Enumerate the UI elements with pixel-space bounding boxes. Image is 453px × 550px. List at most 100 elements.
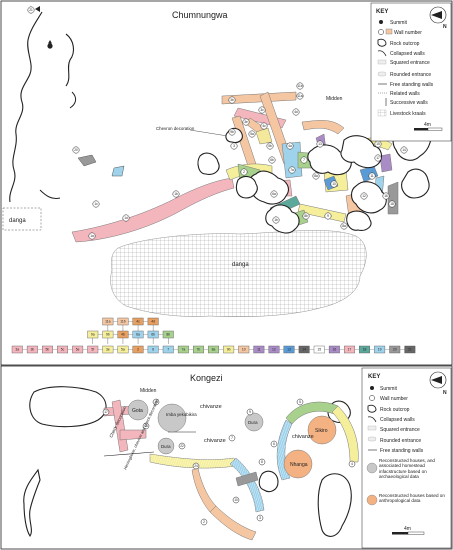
svg-text:5b: 5b	[268, 144, 272, 148]
svg-text:3e: 3e	[244, 120, 248, 124]
svg-text:17: 17	[376, 156, 380, 160]
svg-text:Wall number: Wall number	[394, 30, 422, 36]
sequence-box: 7b	[192, 345, 204, 354]
svg-text:3c: 3c	[260, 108, 264, 112]
svg-text:2: 2	[137, 348, 139, 352]
svg-text:1c: 1c	[94, 202, 98, 206]
svg-text:4: 4	[351, 462, 353, 466]
rock-outcrop	[9, 11, 43, 203]
svg-text:11: 11	[257, 348, 261, 352]
house-dura-1: Dura	[157, 437, 175, 455]
svg-text:3: 3	[259, 516, 261, 520]
svg-text:Successive walls: Successive walls	[390, 100, 428, 106]
svg-text:5f: 5f	[91, 348, 94, 352]
svg-text:Nhanga: Nhanga	[290, 462, 308, 468]
svg-text:10: 10	[332, 182, 336, 186]
sequence-box: 10	[238, 345, 250, 354]
svg-text:13: 13	[287, 348, 291, 352]
svg-text:11: 11	[370, 174, 374, 178]
key-collapsed-walls-icon	[367, 416, 377, 423]
svg-text:5a: 5a	[250, 132, 254, 136]
wall-number-markers: 3b 11b 11a 4d 3c 3e 4c 5a 3 5b 4a 2 6b 7…	[228, 82, 408, 230]
sequence-box: 3a	[11, 345, 23, 354]
midden-label: Midden	[140, 388, 157, 394]
svg-text:3b: 3b	[230, 98, 234, 102]
svg-text:20: 20	[393, 348, 397, 352]
svg-text:8a: 8a	[212, 348, 216, 352]
svg-text:8a: 8a	[342, 224, 346, 228]
sequence-box: 19	[374, 345, 386, 354]
svg-text:11a: 11a	[297, 94, 302, 98]
svg-text:4c: 4c	[262, 124, 266, 128]
house-dura-2: Dura	[244, 412, 264, 432]
svg-text:5b: 5b	[46, 348, 50, 352]
svg-text:Collapsed walls: Collapsed walls	[380, 417, 415, 423]
key-rounded-entrance-icon	[367, 436, 377, 442]
sequence-box: 3b	[26, 345, 38, 354]
sequence-box: 6	[147, 345, 159, 354]
svg-text:11b: 11b	[120, 320, 126, 324]
svg-text:14: 14	[402, 148, 406, 152]
svg-text:16: 16	[154, 400, 158, 404]
svg-text:KEY: KEY	[368, 374, 380, 380]
svg-text:5e: 5e	[76, 348, 80, 352]
sequence-box: 21	[404, 345, 416, 354]
svg-text:2: 2	[203, 520, 205, 524]
sequence-box: 8a	[208, 345, 220, 354]
svg-text:8a: 8a	[314, 174, 318, 178]
key-rock-outcrop-icon	[367, 404, 377, 413]
north-arrow-icon: N	[429, 6, 447, 30]
svg-text:Summit: Summit	[380, 386, 398, 392]
kongezi-panel: Kongezi Gota Imba yekubikira	[0, 365, 453, 550]
svg-text:3: 3	[233, 144, 235, 148]
sequence-box: 3e	[102, 345, 114, 354]
sequence-box: 9b	[102, 330, 114, 339]
svg-text:15: 15	[144, 424, 148, 428]
sequence-box: 11a	[102, 317, 114, 326]
svg-text:11a: 11a	[105, 320, 111, 324]
sequence-box: 5e	[72, 345, 84, 354]
svg-text:22: 22	[180, 444, 184, 448]
sequence-box: 12	[268, 345, 280, 354]
svg-text:4m: 4m	[424, 122, 431, 128]
svg-text:16: 16	[332, 348, 336, 352]
svg-text:Rounded entrance: Rounded entrance	[390, 72, 431, 78]
svg-text:20: 20	[74, 148, 78, 152]
svg-text:17: 17	[104, 410, 108, 414]
svg-text:9b: 9b	[230, 130, 234, 134]
svg-text:18: 18	[363, 348, 367, 352]
svg-text:9b: 9b	[106, 333, 110, 337]
svg-text:Imba yekubikira: Imba yekubikira	[166, 412, 197, 417]
sequence-box: 13	[283, 345, 295, 354]
svg-text:18: 18	[390, 202, 394, 206]
danga-grid-label: danga	[232, 262, 249, 268]
danga-label: danga	[9, 218, 26, 224]
svg-text:21: 21	[408, 348, 412, 352]
svg-text:Free standing walls: Free standing walls	[380, 448, 424, 454]
svg-text:Rock outcrop: Rock outcrop	[390, 41, 420, 47]
svg-text:9: 9	[249, 410, 251, 414]
svg-text:7a: 7a	[181, 348, 185, 352]
danga-grid-area	[110, 230, 367, 317]
key-collapsed-walls-icon	[377, 50, 387, 57]
svg-text:13: 13	[318, 142, 322, 146]
sequence-box: 4c	[132, 317, 144, 326]
svg-text:1d: 1d	[124, 216, 128, 220]
scale-bar: 4m	[414, 122, 443, 131]
svg-text:3a: 3a	[15, 348, 19, 352]
svg-text:17: 17	[348, 348, 352, 352]
sequence-box: 5f	[87, 345, 99, 354]
svg-text:8: 8	[261, 460, 263, 464]
svg-text:Wall number: Wall number	[380, 396, 408, 402]
svg-text:Livestock kraals: Livestock kraals	[390, 111, 426, 117]
house-gota: Gota	[127, 399, 149, 421]
danga-area	[2, 207, 42, 231]
sequence-box: 11	[253, 345, 265, 354]
svg-text:3e: 3e	[106, 348, 110, 352]
sequence-box: 9a	[87, 330, 99, 339]
scale-bar: 4m	[392, 526, 425, 535]
svg-text:19: 19	[378, 348, 382, 352]
house-imba-yekubikira: Imba yekubikira	[157, 403, 197, 433]
svg-text:Gota: Gota	[132, 408, 143, 414]
